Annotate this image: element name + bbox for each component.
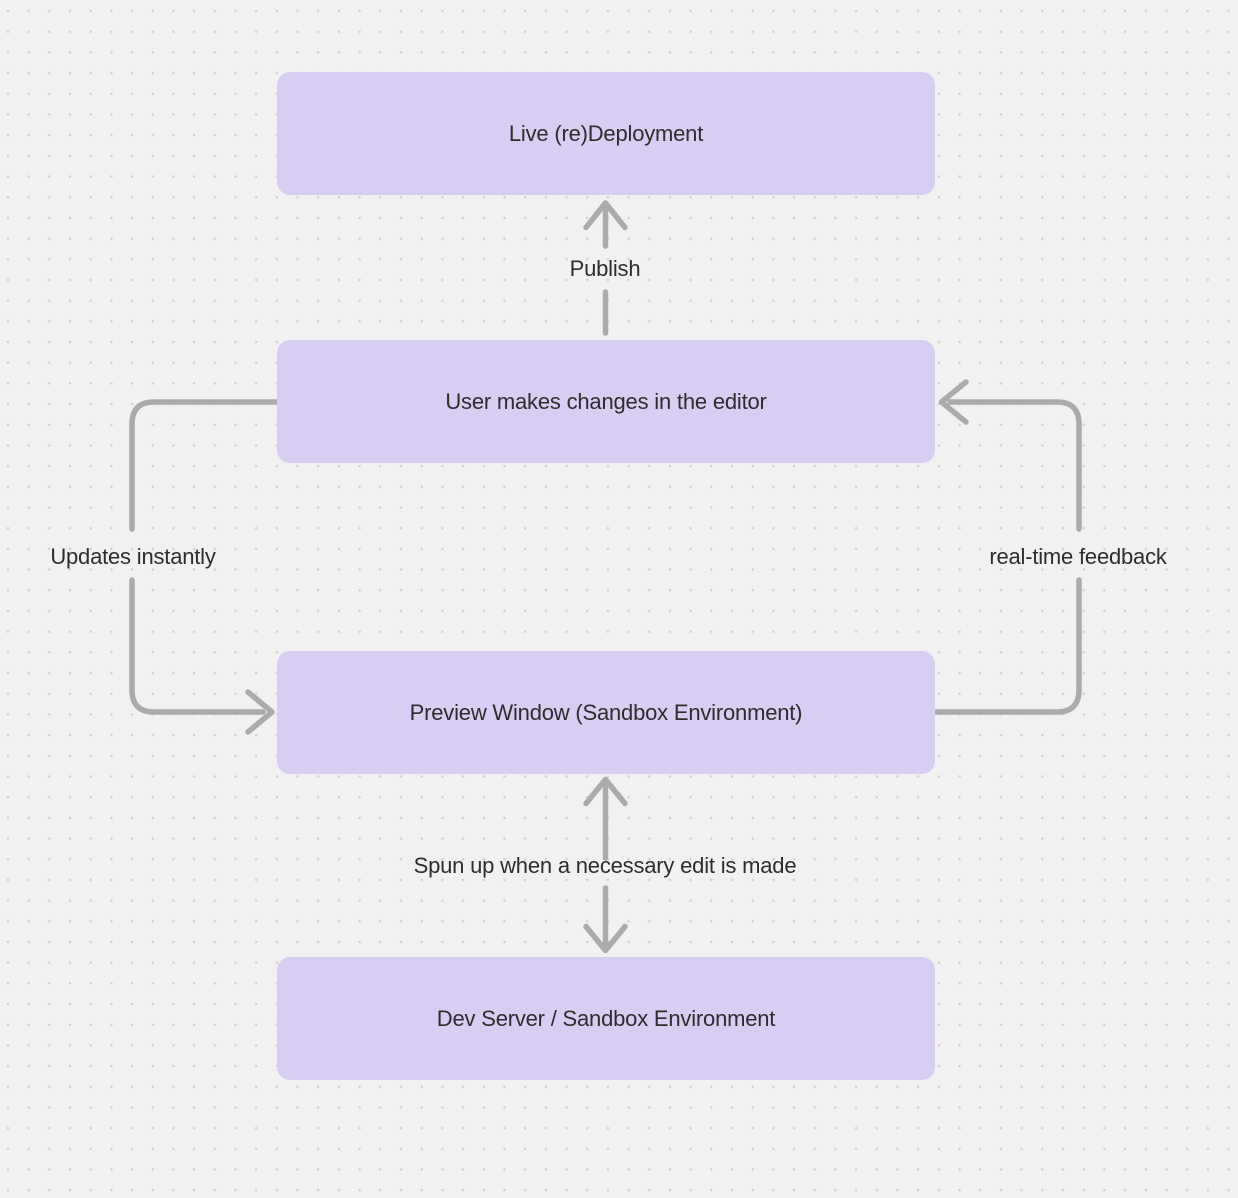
real-time-feedback-arrowhead — [938, 379, 969, 425]
spun-up-arrowhead-up — [583, 776, 628, 807]
node-user-editor[interactable]: User makes changes in the editor — [277, 340, 935, 463]
updates-instantly-path-upper — [129, 399, 280, 532]
edge-label-real-time-feedback: real-time feedback — [989, 544, 1167, 569]
node-user-editor-label: User makes changes in the editor — [445, 388, 767, 414]
updates-instantly-path-lower — [129, 577, 266, 715]
publish-arrowhead — [583, 200, 628, 231]
edge-label-updates-instantly: Updates instantly — [50, 544, 216, 569]
spun-up-arrowhead-down — [583, 923, 628, 954]
node-preview-window-label: Preview Window (Sandbox Environment) — [409, 699, 803, 725]
real-time-feedback-path-upper — [947, 399, 1082, 532]
node-preview-window[interactable]: Preview Window (Sandbox Environment) — [277, 651, 935, 774]
edge-label-spun-up: Spun up when a necessary edit is made — [413, 853, 797, 878]
node-dev-server-label: Dev Server / Sandbox Environment — [436, 1005, 776, 1031]
updates-instantly-arrowhead — [245, 689, 275, 735]
real-time-feedback-path-lower — [933, 577, 1082, 715]
edge-label-publish: Publish — [569, 256, 641, 281]
node-dev-server[interactable]: Dev Server / Sandbox Environment — [277, 957, 935, 1080]
node-live-redeployment-label: Live (re)Deployment — [508, 120, 704, 146]
node-live-redeployment[interactable]: Live (re)Deployment — [277, 72, 935, 195]
